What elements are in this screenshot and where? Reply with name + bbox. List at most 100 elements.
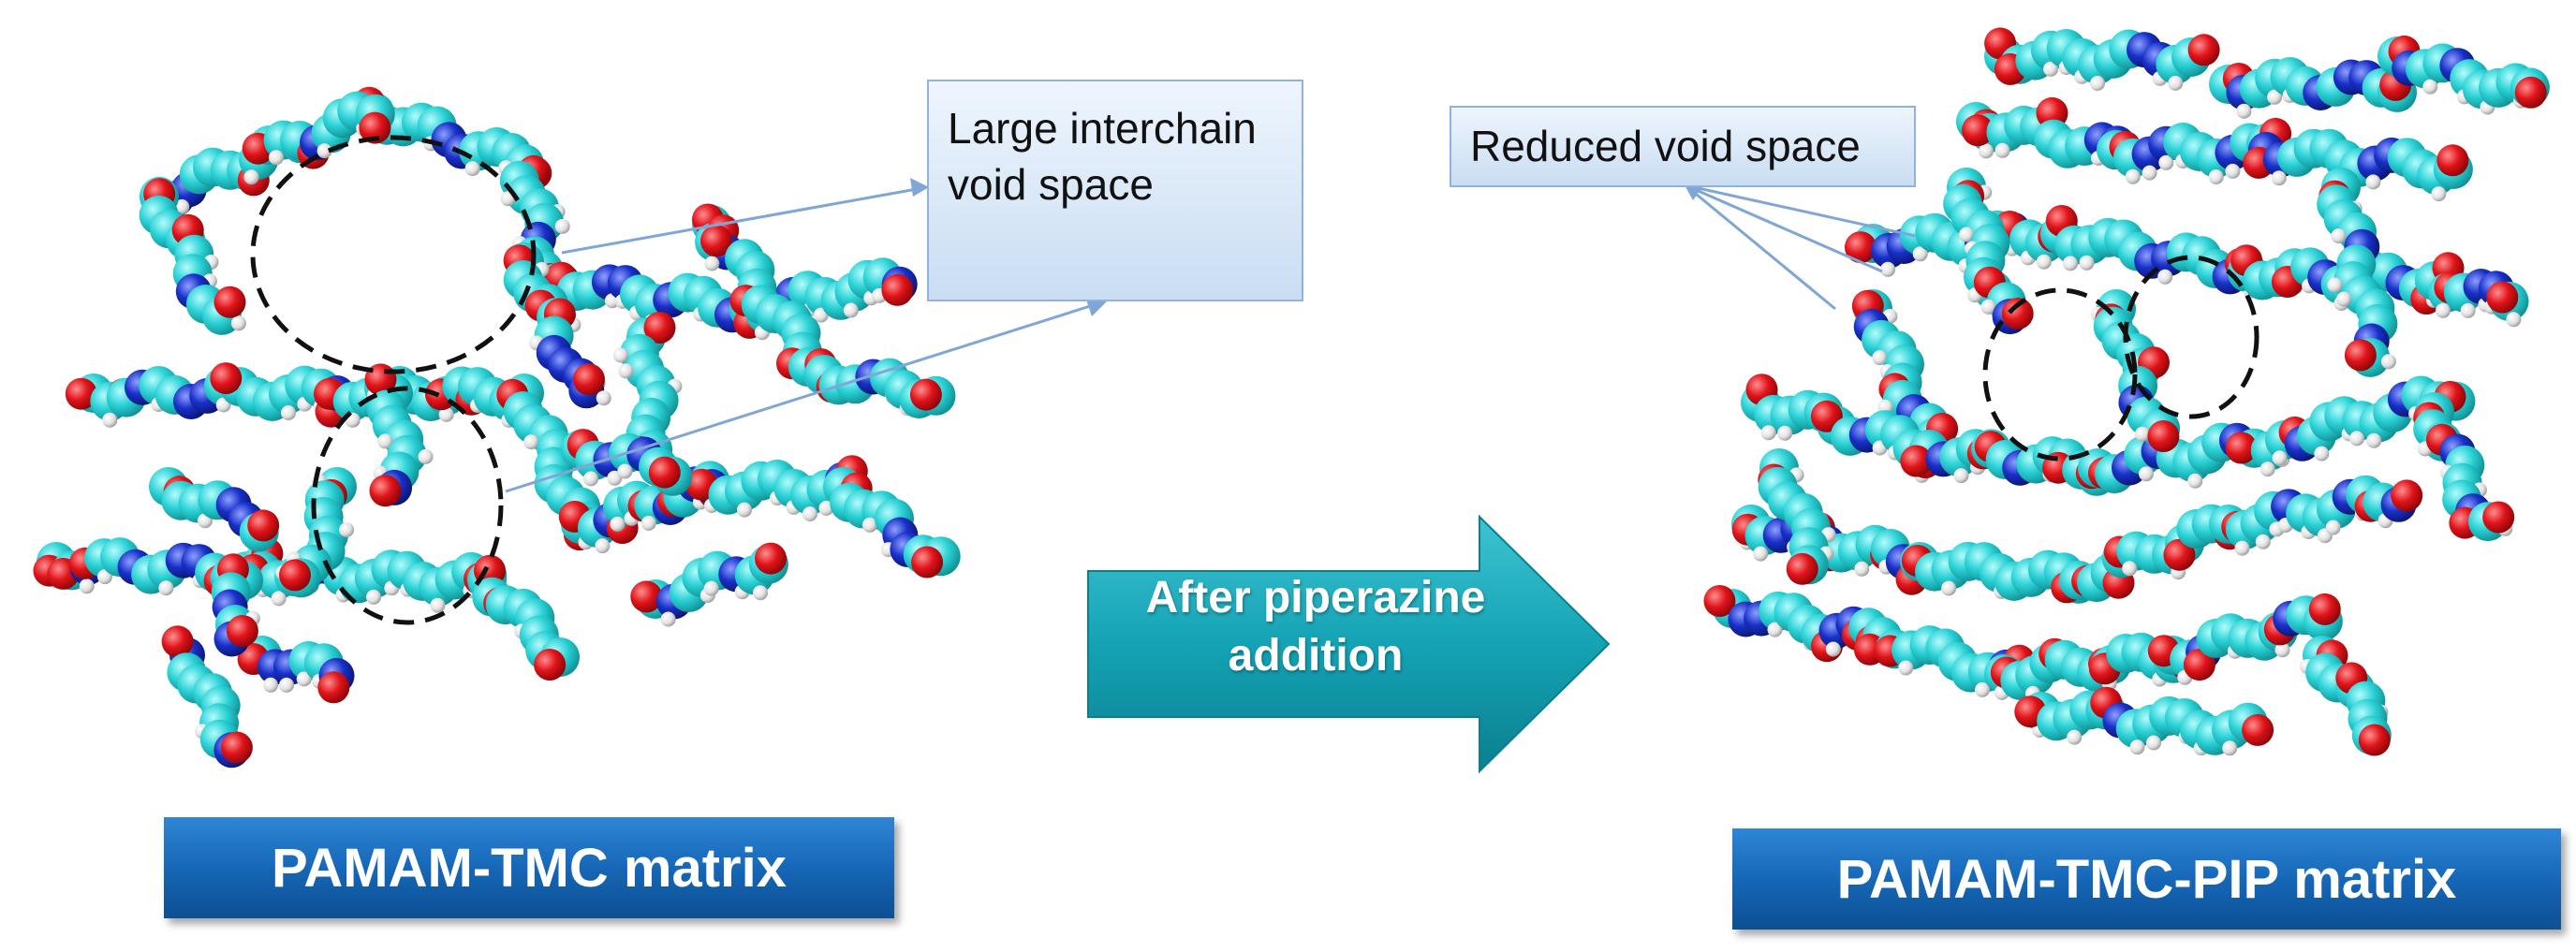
hydrogen-atom: [2380, 354, 2396, 370]
pointer-line: [1685, 183, 1836, 311]
hydrogen-atom: [2043, 61, 2058, 77]
hydrogen-atom: [271, 591, 287, 607]
hydrogen-atom: [618, 363, 634, 379]
oxygen-atom: [359, 111, 391, 144]
hydrogen-atom: [2325, 520, 2341, 535]
oxygen-atom: [2436, 144, 2469, 177]
caption-pamam-tmc-pip: PAMAM-TMC-PIP matrix: [1732, 828, 2561, 930]
hydrogen-atom: [2168, 75, 2184, 91]
oxygen-atom: [247, 509, 280, 542]
hydrogen-atom: [1941, 580, 1957, 596]
pointer-arrowhead: [910, 178, 929, 197]
hydrogen-atom: [660, 611, 676, 627]
hydrogen-atom: [2225, 163, 2241, 179]
hydrogen-atom: [617, 463, 633, 479]
transformation-arrow: [1087, 514, 1611, 774]
oxygen-atom: [2391, 479, 2423, 512]
hydrogen-atom: [430, 597, 446, 613]
oxygen-atom: [2225, 432, 2258, 464]
hydrogen-atom: [2063, 256, 2078, 271]
hydrogen-atom: [102, 412, 118, 428]
caption-pamam-tmc: PAMAM-TMC matrix: [164, 817, 894, 918]
hydrogen-atom: [418, 448, 434, 464]
hydrogen-atom: [438, 406, 454, 422]
void-circle-large: [250, 135, 537, 374]
hydrogen-atom: [1872, 350, 1888, 366]
caption-text: PAMAM-TMC-PIP matrix: [1836, 848, 2457, 910]
oxygen-atom: [2001, 298, 2034, 330]
oxygen-atom: [1845, 231, 1877, 264]
hydrogen-atom: [377, 433, 393, 449]
hydrogen-atom: [2366, 432, 2382, 448]
hydrogen-atom: [1753, 546, 1769, 562]
void-circle-right-2: [2123, 255, 2260, 419]
hydrogen-atom: [596, 390, 611, 406]
hydrogen-atom: [2314, 446, 2330, 461]
oxygen-atom: [534, 649, 567, 681]
oxygen-atom: [220, 731, 253, 764]
oxygen-atom: [2486, 281, 2519, 314]
void-space-markers: [250, 135, 2260, 625]
hydrogen-atom: [1767, 622, 1783, 637]
hydrogen-atom: [339, 522, 355, 537]
hydrogen-atom: [296, 671, 312, 687]
callout-text: Large interchain void space: [948, 104, 1257, 209]
hydrogen-atom: [2036, 254, 2052, 270]
oxygen-atom: [226, 615, 258, 647]
hydrogen-atom: [2331, 228, 2347, 244]
hydrogen-atom: [2157, 269, 2173, 285]
hydrogen-atom: [612, 347, 628, 363]
hydrogen-atom: [366, 589, 381, 605]
hydrogen-atom: [1979, 143, 1994, 159]
hydrogen-atom: [1760, 425, 1776, 441]
hydrogen-atom: [1898, 660, 1914, 676]
hydrogen-atom: [2506, 312, 2522, 328]
pointer-line: [1685, 183, 1883, 273]
void-circle-right-1: [1982, 287, 2138, 461]
arrow-label: After piperazine addition: [1145, 573, 1486, 681]
hydrogen-atom: [1975, 681, 1990, 697]
oxygen-atom: [2183, 649, 2215, 681]
oxygen-atom: [573, 363, 605, 396]
hydrogen-atom: [1880, 261, 1896, 277]
oxygen-atom: [317, 671, 350, 704]
oxygen-atom: [648, 456, 681, 489]
hydrogen-atom: [1854, 561, 1870, 577]
hydrogen-atom: [2422, 79, 2438, 95]
oxygen-atom: [213, 286, 246, 318]
pointer-arrowhead: [1684, 183, 1702, 200]
oxygen-atom: [2514, 76, 2547, 109]
oxygen-atom: [881, 273, 914, 306]
oxygen-atom: [2344, 339, 2377, 372]
hydrogen-atom: [2365, 174, 2381, 190]
oxygen-atom: [630, 580, 663, 613]
oxygen-atom: [643, 312, 676, 344]
callout-reduced-void-space: Reduced void space: [1450, 106, 1916, 187]
hydrogen-atom: [281, 405, 296, 420]
hydrogen-atom: [2267, 89, 2283, 105]
hydrogen-atom: [1825, 641, 1841, 657]
hydrogen-atom: [2135, 426, 2150, 442]
hydrogen-atom: [1953, 468, 1969, 484]
hydrogen-atom: [802, 506, 817, 521]
hydrogen-atom: [2146, 735, 2161, 751]
hydrogen-atom: [704, 256, 720, 271]
hydrogen-atom: [269, 150, 284, 166]
callout-large-void-space: Large interchain void space: [927, 80, 1303, 301]
oxygen-atom: [65, 377, 97, 410]
hydrogen-atom: [2460, 302, 2476, 318]
hydrogen-atom: [2431, 186, 2447, 202]
oxygen-atom: [2308, 593, 2341, 625]
hydrogen-atom: [703, 580, 719, 596]
oxygen-atom: [2482, 501, 2515, 534]
oxygen-atom: [279, 559, 311, 592]
hydrogen-atom: [2158, 154, 2174, 170]
hydrogen-atom: [2336, 291, 2352, 307]
hydrogen-atom: [1980, 299, 1996, 315]
hydrogen-atom: [2236, 103, 2252, 119]
oxygen-atom: [2358, 724, 2391, 756]
hydrogen-atom: [2234, 540, 2250, 556]
hydrogen-atom: [263, 677, 278, 693]
oxygen-atom: [700, 225, 732, 257]
